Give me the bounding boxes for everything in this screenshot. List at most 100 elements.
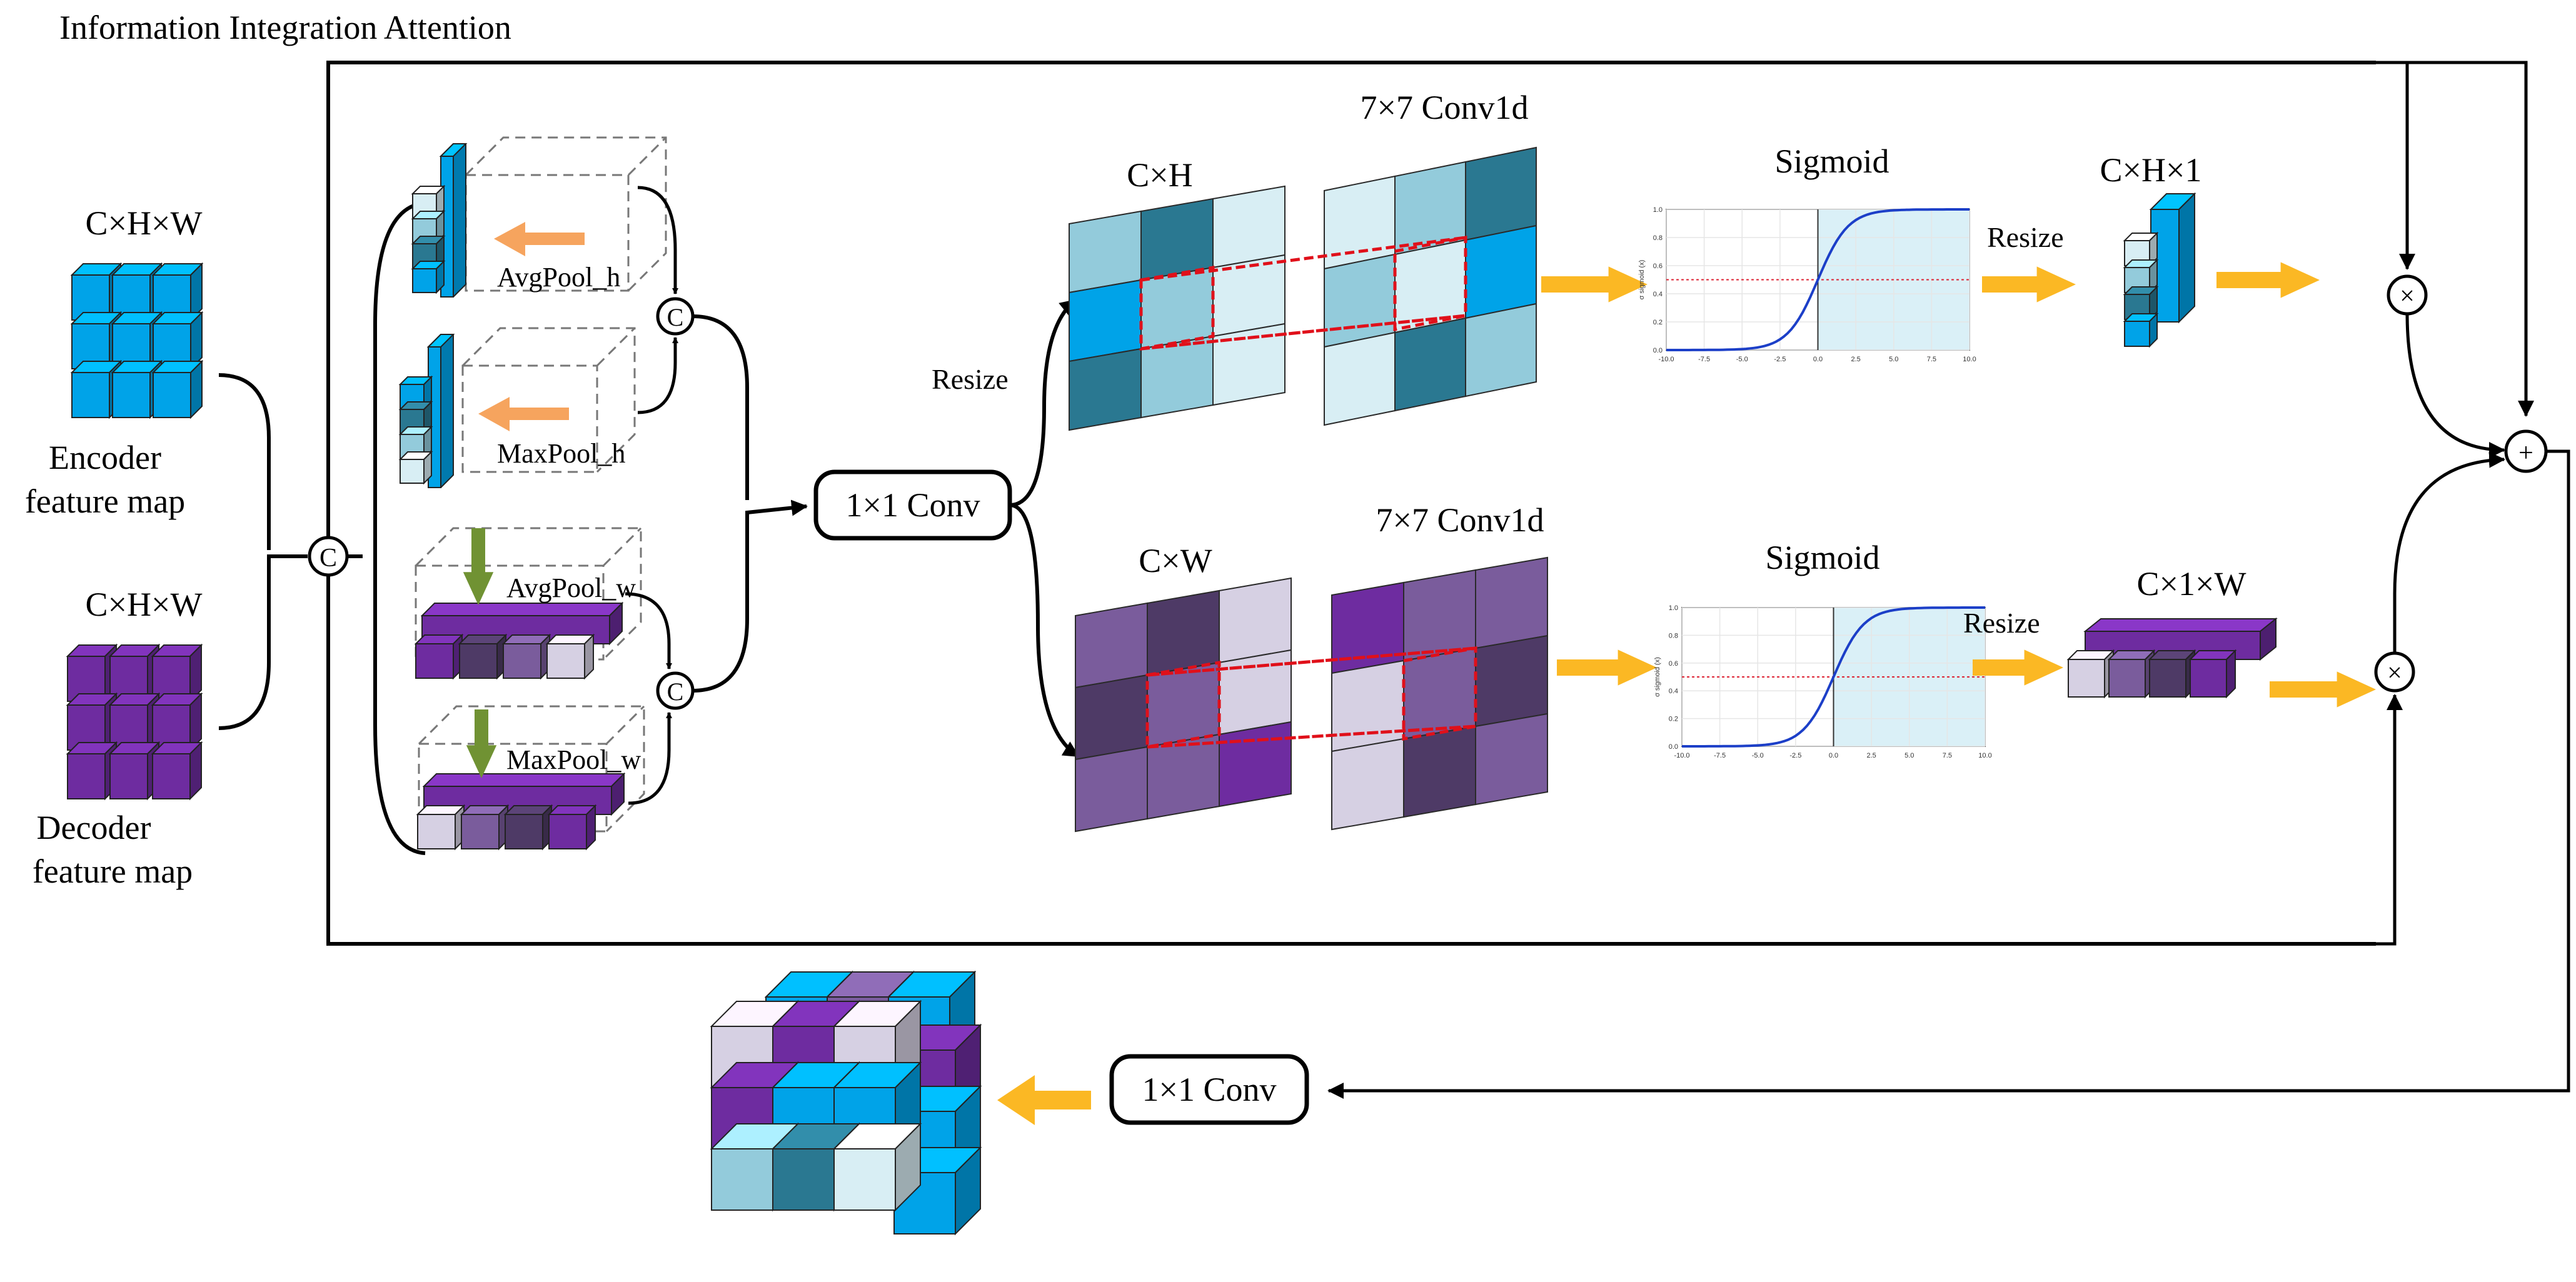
dash-back <box>418 705 645 833</box>
grid-w2-cell <box>1403 569 1476 662</box>
branch-h-arrow-resize <box>1982 266 2076 303</box>
maxpool-h-box <box>461 327 636 473</box>
out-h-cell <box>2123 312 2159 348</box>
pooling-brace <box>373 201 426 855</box>
branch-w-shape-label: C×W <box>1139 542 1212 579</box>
pool-cell <box>547 804 597 851</box>
x-tick-label: 0.0 <box>1829 752 1838 759</box>
grid-h1-cell <box>1212 185 1285 269</box>
pool-cell <box>414 633 464 680</box>
x-tick-label: -5.0 <box>1752 752 1764 759</box>
out-w-cell <box>2066 649 2115 699</box>
cube-front <box>2108 659 2146 698</box>
maxpool-w-to-concat-connector <box>628 712 672 805</box>
conv-1x1-main-label: 1×1 Conv <box>846 486 980 524</box>
grid-h2-cell <box>1324 331 1396 426</box>
branch-w-arrow-to-sigmoid <box>1557 649 1657 686</box>
pool-cell <box>398 450 433 485</box>
identity-to-multiply-h-connector <box>2376 61 2415 270</box>
grid-w1-cell <box>1219 721 1292 808</box>
branch-w-feature-grid <box>1075 577 1292 833</box>
decoder-cube <box>66 741 118 801</box>
avgpool-h-vector <box>411 143 468 298</box>
yellow-arrow <box>1973 649 2063 686</box>
diagram-title: Information Integration Attention <box>59 9 511 46</box>
grid-h2-cell <box>1465 224 1537 319</box>
yellow-arrow <box>1541 266 1648 303</box>
decoder-cube <box>151 741 203 801</box>
encoder-to-concat-connector <box>218 373 271 550</box>
grid-h1-cell <box>1069 210 1142 294</box>
module-frame <box>326 61 2376 946</box>
grid-w1-cell <box>1219 577 1292 664</box>
maxpool-h-label: MaxPool_h <box>497 438 625 469</box>
cube-front <box>459 643 498 679</box>
maxpool-h-vector <box>398 334 455 488</box>
concat-node-w: C <box>656 671 695 710</box>
grid-h2-cell <box>1465 146 1537 241</box>
branch-h-shape-label: C×H <box>1127 156 1192 194</box>
maxpool-w-vector <box>416 772 626 851</box>
x-tick-label: 7.5 <box>1943 752 1952 759</box>
encoder-label-line1: Encoder <box>49 439 161 476</box>
y-tick-label: 0.0 <box>1653 347 1663 354</box>
grid-h1-cell <box>1212 254 1285 338</box>
sigmoid-curve <box>1666 208 1970 351</box>
y-tick-label: 0.0 <box>1669 743 1678 751</box>
multiply-h-to-add-connector <box>2405 313 2505 458</box>
pool-cell <box>503 804 553 851</box>
grid-w2-cell <box>1475 634 1548 728</box>
out-w-cell <box>2188 649 2237 699</box>
cube-front <box>152 753 191 799</box>
grid-h2-cell <box>1465 303 1537 398</box>
branch-w-activation-label: Sigmoid <box>1765 539 1879 576</box>
dash-edge <box>602 527 642 567</box>
kernel-window-w2 <box>1402 646 1477 741</box>
pooling-blocks <box>398 136 667 851</box>
dash-back <box>415 527 642 661</box>
grid-w2-cell <box>1331 738 1404 831</box>
cube-front <box>417 814 456 849</box>
x-tick-label: 5.0 <box>1904 752 1914 759</box>
orange-arrow <box>478 397 569 431</box>
grid-h2-cell <box>1324 253 1396 348</box>
cube-front <box>2068 659 2105 698</box>
pool-cell <box>416 804 466 851</box>
decoder-label-line2: feature map <box>33 853 193 890</box>
y-tick-label: 0.2 <box>1653 319 1663 326</box>
maxpool-h-to-concat-connector <box>637 337 678 414</box>
decoder-cube <box>108 643 161 703</box>
grid-w1-cell <box>1075 674 1148 761</box>
y-tick-label: 0.4 <box>1653 291 1663 298</box>
kernel-window-h1 <box>1139 266 1215 351</box>
sigmoid-curve <box>1682 606 1985 748</box>
pool-cell <box>411 259 446 294</box>
cube-front <box>772 1148 835 1211</box>
cube-front <box>415 643 454 679</box>
y-tick-label: 1.0 <box>1653 206 1663 214</box>
x-tick-label: -10.0 <box>1674 752 1689 759</box>
x-tick-label: 10.0 <box>1963 356 1976 363</box>
branch-w-attention-vector <box>2066 617 2278 699</box>
yellow-arrow <box>2216 262 2320 298</box>
branch-h-feature-grid <box>1069 185 1285 431</box>
pool-cell <box>411 209 446 244</box>
decoder-cube <box>108 692 161 752</box>
dash-edge <box>627 136 667 176</box>
out-cube-front <box>832 1122 922 1212</box>
grid-w2-cell <box>1403 647 1476 740</box>
cube-front <box>71 372 110 418</box>
y-tick-label: 0.6 <box>1669 660 1678 668</box>
cube-front <box>2190 659 2227 698</box>
avgpool-w-arrow <box>463 528 494 605</box>
grid-w1-cell <box>1075 602 1148 689</box>
conv-1x1-main: 1×1 Conv <box>813 469 1012 541</box>
kernel-link-h <box>1140 314 1466 351</box>
y-axis-label: σ sigmoid (x) <box>1654 657 1661 697</box>
concat-h-to-merge-connector <box>692 314 749 500</box>
grid-w2-cell <box>1475 713 1548 806</box>
conv-to-branch-w-connector <box>1009 503 1080 758</box>
